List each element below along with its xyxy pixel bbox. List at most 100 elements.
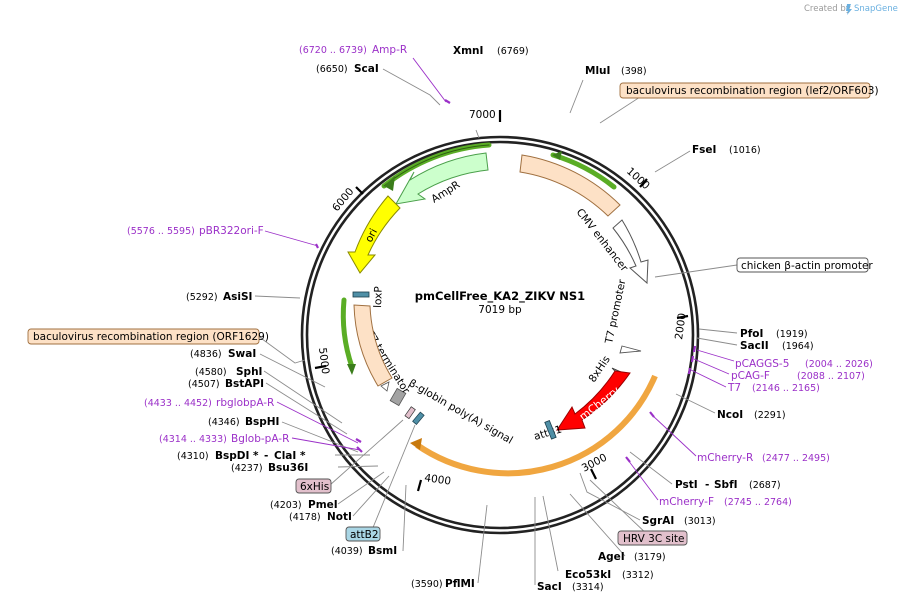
plead-bglob-pa-r <box>291 437 361 451</box>
lead-6xhis <box>329 419 404 486</box>
snapgene-credit: Created by SnapGene <box>804 4 898 15</box>
primer-pbr322ori-f-name: pBR322ori-F <box>199 225 264 237</box>
site-pflmi-coord: (3590) <box>411 579 443 590</box>
site-scai-coord: (6650) <box>316 64 348 75</box>
site-pmei-coord: (4203) <box>270 500 302 511</box>
lead-sacii <box>696 337 738 346</box>
callout-baculo-lef2: baculovirus recombination region (lef2/O… <box>619 82 879 99</box>
site-bstapi-coord: (4507) <box>188 379 220 390</box>
orange-highlight <box>415 374 658 477</box>
site-bsphi-name: BspHI <box>245 416 279 428</box>
plead-t7 <box>690 369 727 388</box>
site-saci-name: SacI <box>537 581 562 593</box>
site-fsei-coord: (1016) <box>729 145 761 156</box>
primer-tick-pbr322ori-f <box>315 243 319 249</box>
primer-tick-t7 <box>687 367 692 375</box>
primer-bglob-pa-r-coord: (4314 .. 4333) <box>159 434 227 445</box>
primer-pbr322ori-f-coord: (5576 .. 5595) <box>127 226 195 237</box>
primer-lead-lines <box>264 57 735 501</box>
site-eco53ki-coord: (3312) <box>622 570 654 581</box>
tick-mark-1000 <box>639 178 648 188</box>
plasmid-size: 7019 bp <box>478 304 522 316</box>
lead-pfoi <box>698 328 738 334</box>
site-psti-sep: - <box>705 479 709 491</box>
t7-promoter-label: T7 promoter <box>603 278 629 346</box>
plead-amp-r <box>412 57 447 103</box>
tick-marks <box>314 110 689 492</box>
lead-bac-right <box>599 96 641 124</box>
site-mlui-coord: (398) <box>621 66 647 77</box>
site-sgrai-name: SgrAI <box>642 515 674 527</box>
site-scai-name: ScaI <box>354 63 379 75</box>
chicken-promoter-arrow <box>612 219 649 285</box>
cmv-highlight-arrowhead <box>552 151 562 160</box>
lead-attb2 <box>371 424 416 531</box>
globin-polya-label: β-globin poly(A) signal <box>407 377 515 446</box>
tick-mark-6000 <box>355 186 364 195</box>
t7-promoter-mark <box>619 345 642 354</box>
lead-chicken <box>654 264 738 278</box>
snapgene-logo-icon <box>846 4 852 15</box>
primer-tick-pcaggs-5 <box>692 345 697 353</box>
primer-labels: (6720 .. 6739) Amp-R (5576 .. 5595) pBR3… <box>127 44 873 508</box>
tick-label-4000: 4000 <box>424 472 452 488</box>
site-bsphi-coord: (4346) <box>208 417 240 428</box>
callout-baculo-orf1629: baculovirus recombination region (ORF162… <box>27 328 269 345</box>
site-fsei-name: FseI <box>692 144 716 156</box>
ori-label: ori <box>363 227 380 245</box>
mcherry-arrow <box>556 370 631 431</box>
primer-mcherry-f-coord: (2745 .. 2764) <box>724 497 792 508</box>
site-bsmi-name: BsmI <box>368 545 397 557</box>
site-eco53ki-name: Eco53kI <box>565 569 611 581</box>
lead-pflmi <box>477 504 488 584</box>
backbone-outer-strand <box>300 135 700 535</box>
site-bspdi-sep: - <box>264 450 268 462</box>
lead-psti <box>629 451 673 485</box>
site-bsu36i-name: Bsu36I <box>268 462 308 474</box>
site-pfoi-coord: (1919) <box>776 329 808 340</box>
backbone-inner-strand <box>305 140 695 530</box>
primer-mcherry-f-name: mCherry-F <box>659 496 714 508</box>
green-highlights <box>340 142 617 375</box>
primer-t7-coord: (2146 .. 2165) <box>752 383 820 394</box>
lead-pmei <box>337 471 385 505</box>
primer-ticks <box>315 99 697 463</box>
site-pfoi-name: PfoI <box>740 328 763 340</box>
plead-pcag-f <box>693 358 730 375</box>
site-asisi-name: AsiSI <box>223 291 252 303</box>
site-sacii-coord: (1964) <box>782 341 814 352</box>
primer-tick-mcherry-f <box>625 456 631 463</box>
site-asisi-coord: (5292) <box>186 292 218 303</box>
tick-label-7000: 7000 <box>469 109 496 121</box>
loxp-highlight <box>340 297 355 370</box>
tick-label-1000: 1000 <box>624 165 652 192</box>
plead-mcherry-r <box>651 414 697 457</box>
site-bsmi-coord: (4039) <box>331 546 363 557</box>
site-mlui-name: MluI <box>585 65 610 77</box>
primer-mcherry-r-name: mCherry-R <box>697 452 753 464</box>
6xhis-mark <box>404 406 416 420</box>
primer-tick-mcherry-r <box>649 411 655 418</box>
plead-mcherry-f <box>627 459 659 501</box>
attb2-mark <box>412 411 425 426</box>
site-sgrai-coord: (3013) <box>684 516 716 527</box>
site-saci-coord: (3314) <box>572 582 604 593</box>
lead-bac-left <box>257 335 306 364</box>
callout-hrv-3c-text: HRV 3C site <box>623 533 684 545</box>
feature-callouts: baculovirus recombination region (lef2/O… <box>27 82 879 546</box>
globin-polya-mark <box>389 387 407 407</box>
tick-mark-3000 <box>590 468 597 480</box>
loxp-highlight-arrowhead <box>347 364 356 375</box>
callout-attb2: attB2 <box>345 526 381 542</box>
lead-eco53ki <box>542 495 559 572</box>
plasmid-name: pmCellFree_KA2_ZIKV NS1 <box>415 289 585 304</box>
terminator-mark <box>380 381 390 392</box>
primer-t7-name: T7 <box>727 382 741 394</box>
site-bstapi-name: BstAPI <box>225 378 264 390</box>
tick-label-2000: 2000 <box>673 312 689 340</box>
site-swai-name: SwaI <box>228 348 256 360</box>
primer-rbglobpa-r-name: rbglobpA-R <box>216 397 274 409</box>
site-sacii-name: SacII <box>740 340 769 352</box>
